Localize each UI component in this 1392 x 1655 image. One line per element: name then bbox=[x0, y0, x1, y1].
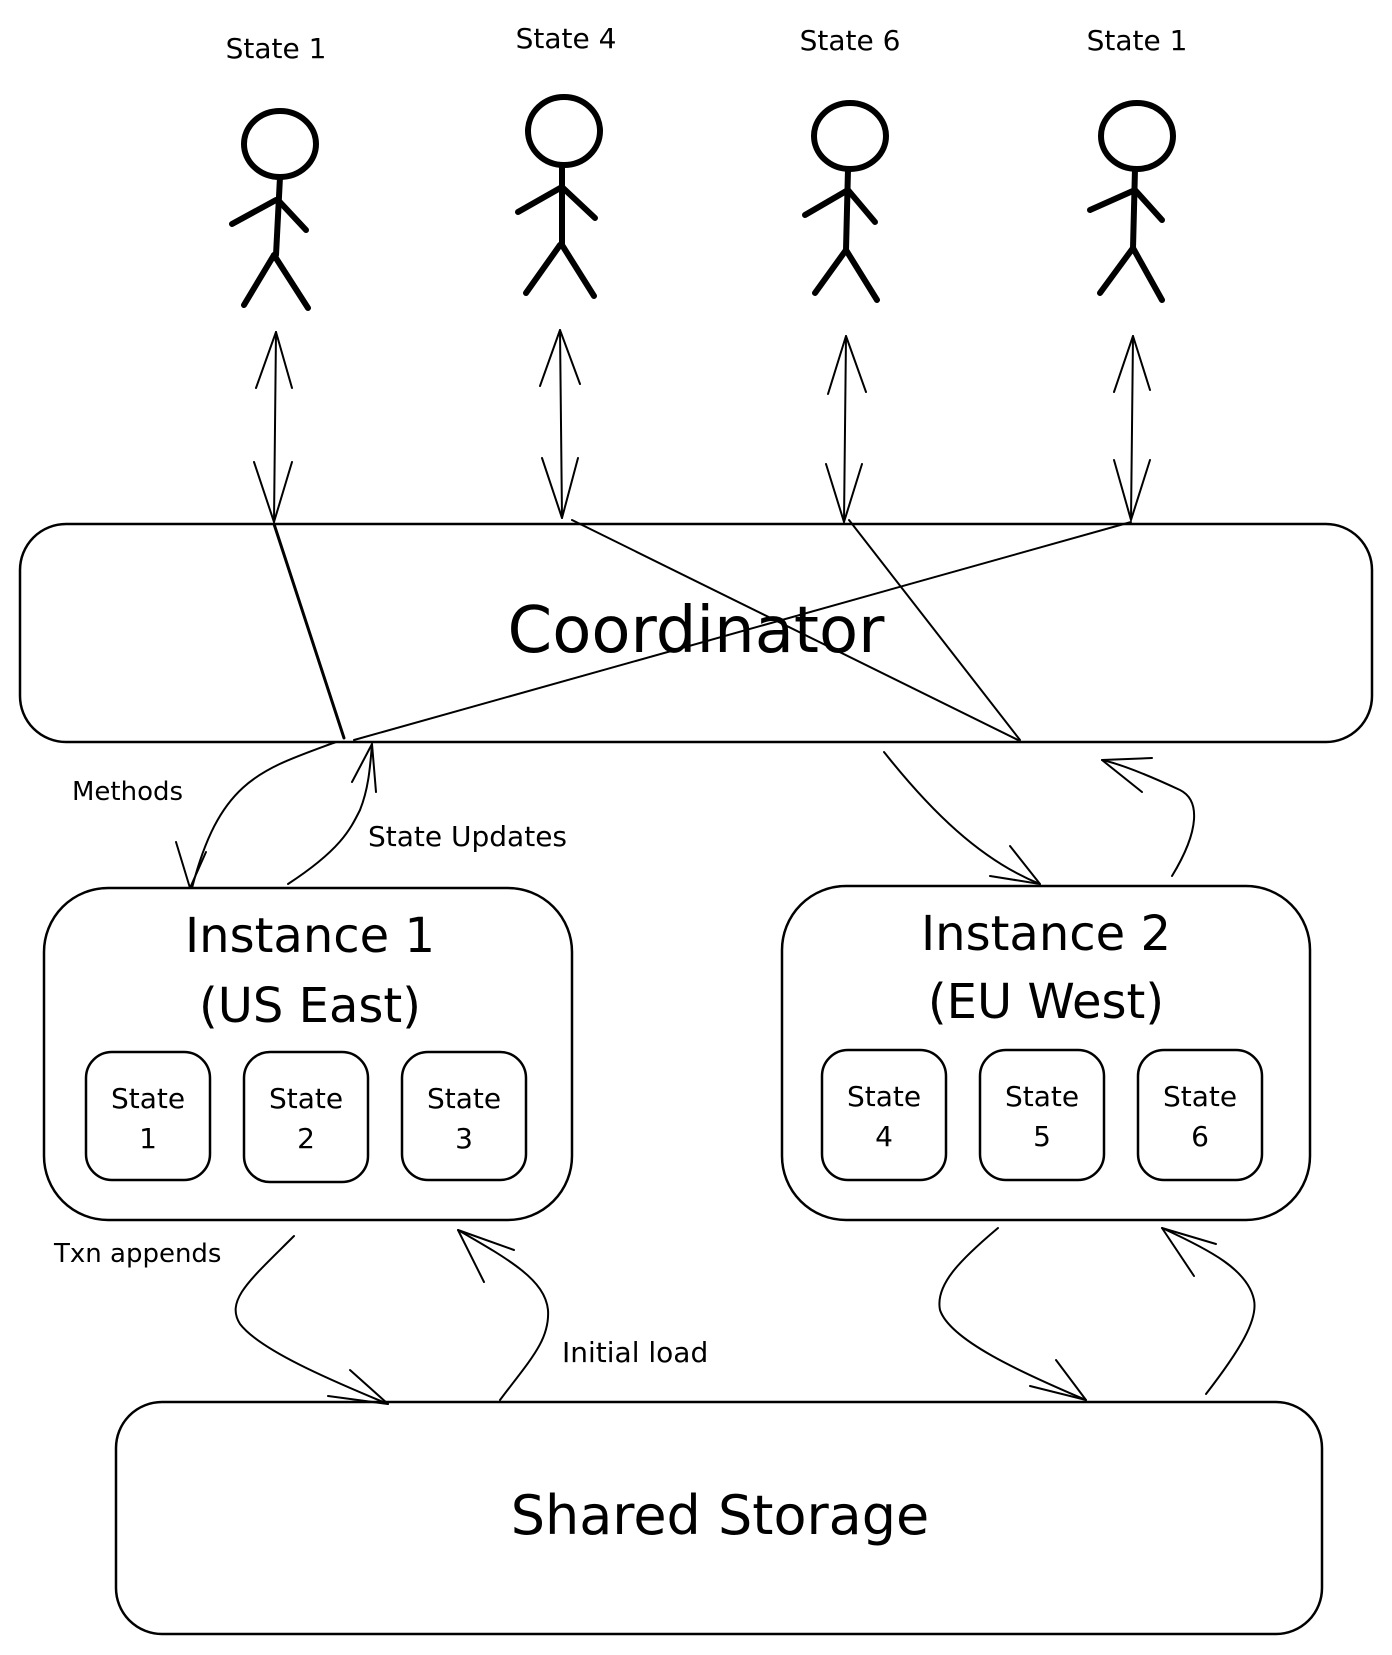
svg-text:3: 3 bbox=[455, 1122, 473, 1155]
instance-2-state-6: State 6 bbox=[1136, 1048, 1264, 1182]
svg-text:2: 2 bbox=[297, 1122, 315, 1155]
instance-1-box bbox=[42, 886, 574, 1222]
initial-load-arrow bbox=[457, 1229, 550, 1401]
svg-text:State: State bbox=[427, 1082, 501, 1115]
shared-storage-box bbox=[114, 1400, 1324, 1636]
storage-to-instance-2-arrow bbox=[1161, 1227, 1256, 1395]
user-3-coordinator-arrow bbox=[825, 335, 867, 523]
coordinator-routing-lines bbox=[272, 519, 1132, 741]
svg-text:State: State bbox=[847, 1080, 921, 1113]
instance-2-box bbox=[780, 884, 1312, 1222]
instance-2-to-coordinator-arrow bbox=[1101, 757, 1196, 877]
state-updates-arrow bbox=[287, 743, 377, 885]
user-2-figure-icon bbox=[515, 94, 603, 299]
instance-1-region: (US East) bbox=[199, 978, 421, 1034]
user-2-label: State 4 bbox=[516, 22, 617, 55]
txn-appends-label: Txn appends bbox=[53, 1239, 221, 1269]
user-2-coordinator-arrow bbox=[539, 329, 581, 519]
svg-text:1: 1 bbox=[139, 1122, 157, 1155]
svg-text:6: 6 bbox=[1191, 1120, 1209, 1153]
instance-1-title: Instance 1 bbox=[185, 908, 435, 964]
instance-2-region: (EU West) bbox=[928, 974, 1164, 1030]
user-1-label: State 1 bbox=[226, 32, 327, 65]
instance-2-title: Instance 2 bbox=[921, 906, 1171, 962]
svg-text:State: State bbox=[111, 1082, 185, 1115]
instance-2-to-storage-arrow bbox=[938, 1227, 1087, 1401]
svg-text:5: 5 bbox=[1033, 1120, 1051, 1153]
initial-load-label: Initial load bbox=[562, 1336, 708, 1369]
user-4-figure-icon bbox=[1087, 100, 1176, 303]
instance-1-state-2: State 2 bbox=[242, 1050, 370, 1184]
shared-storage-label: Shared Storage bbox=[511, 1484, 930, 1547]
methods-label: Methods bbox=[72, 777, 183, 807]
instance-1-state-3: State 3 bbox=[400, 1050, 528, 1182]
user-4-coordinator-arrow bbox=[1113, 335, 1151, 521]
coordinator-box bbox=[18, 522, 1374, 744]
user-1-figure-icon bbox=[229, 108, 319, 311]
svg-text:State: State bbox=[1005, 1080, 1079, 1113]
user-1-coordinator-arrow bbox=[253, 331, 293, 523]
svg-text:4: 4 bbox=[875, 1120, 893, 1153]
user-3-figure-icon bbox=[802, 100, 889, 303]
coordinator-label: Coordinator bbox=[508, 594, 886, 668]
user-3-label: State 6 bbox=[800, 24, 901, 57]
svg-text:State: State bbox=[1163, 1080, 1237, 1113]
instance-1-state-1: State 1 bbox=[84, 1050, 212, 1182]
user-4-label: State 1 bbox=[1087, 24, 1188, 57]
instance-2-state-4: State 4 bbox=[820, 1048, 948, 1182]
coordinator-to-instance-2-arrow bbox=[883, 751, 1041, 885]
state-updates-label: State Updates bbox=[368, 820, 567, 853]
instance-2-state-5: State 5 bbox=[978, 1048, 1106, 1182]
txn-appends-arrow bbox=[234, 1235, 389, 1405]
svg-text:State: State bbox=[269, 1082, 343, 1115]
